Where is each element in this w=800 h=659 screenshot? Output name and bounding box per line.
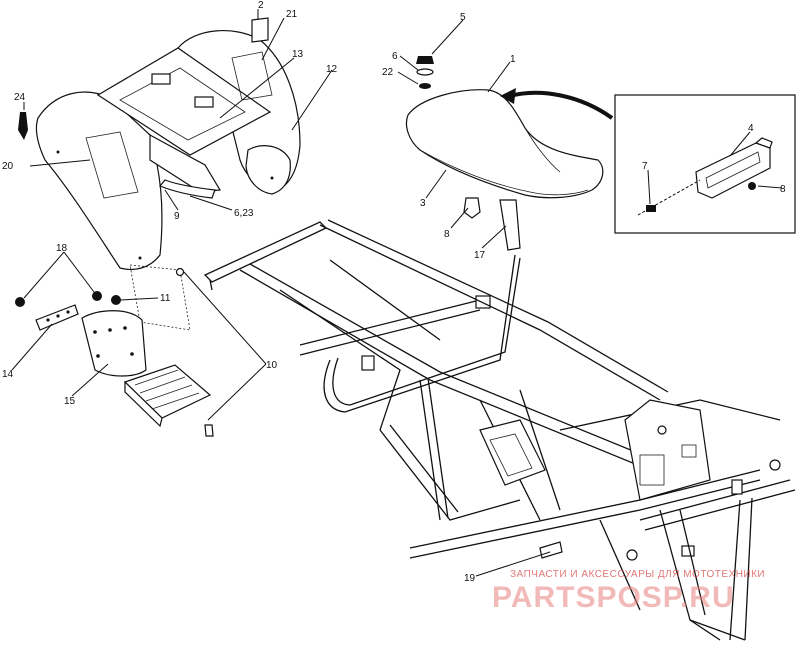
seat-hardware [416, 56, 434, 89]
seat [405, 89, 604, 199]
bolt-8 [463, 197, 481, 219]
decal-2 [251, 17, 269, 43]
callout-1: 1 [510, 54, 516, 65]
watermark: ЗАПЧАСТИ И АКСЕССУАРЫ ДЛЯ МОТОТЕХНИКИ PA… [492, 569, 765, 614]
callout-20: 20 [2, 161, 14, 172]
callout-7: 7 [642, 161, 648, 172]
callout-8: 8 [444, 229, 450, 240]
watermark-site: PARTSPOSP.RU [492, 581, 735, 614]
callout-13: 13 [292, 49, 304, 60]
callout-22: 22 [382, 67, 394, 78]
callout-2: 2 [258, 0, 264, 11]
callout-15: 15 [64, 396, 76, 407]
callout-18: 18 [56, 243, 68, 254]
callout-labels: 1 2 3 4 5 6 7 8 8 9 10 11 12 13 14 15 17… [2, 0, 786, 584]
latch-inset [614, 94, 796, 234]
leader-lines [11, 9, 783, 577]
callout-17: 17 [474, 250, 486, 261]
callout-12: 12 [326, 64, 338, 75]
callout-10: 10 [266, 360, 278, 371]
mud-flap-group [15, 264, 214, 437]
callout-19: 19 [464, 573, 476, 584]
callout-4: 4 [748, 123, 754, 134]
arrow-to-seat [509, 90, 614, 120]
plug-24 [18, 112, 28, 140]
callout-21: 21 [286, 9, 298, 20]
callout-6: 6 [392, 51, 398, 62]
callout-5: 5 [460, 12, 466, 23]
callout-3: 3 [420, 198, 426, 209]
callout-9: 9 [174, 211, 180, 222]
callout-8-inset: 8 [780, 184, 786, 195]
rear-fender [35, 29, 301, 271]
watermark-tagline: ЗАПЧАСТИ И АКСЕССУАРЫ ДЛЯ МОТОТЕХНИКИ [510, 569, 765, 580]
callout-14: 14 [2, 369, 14, 380]
callout-11: 11 [160, 293, 171, 304]
callout-6-23: 6,23 [234, 208, 254, 219]
frame [203, 199, 796, 641]
callout-24: 24 [14, 92, 26, 103]
